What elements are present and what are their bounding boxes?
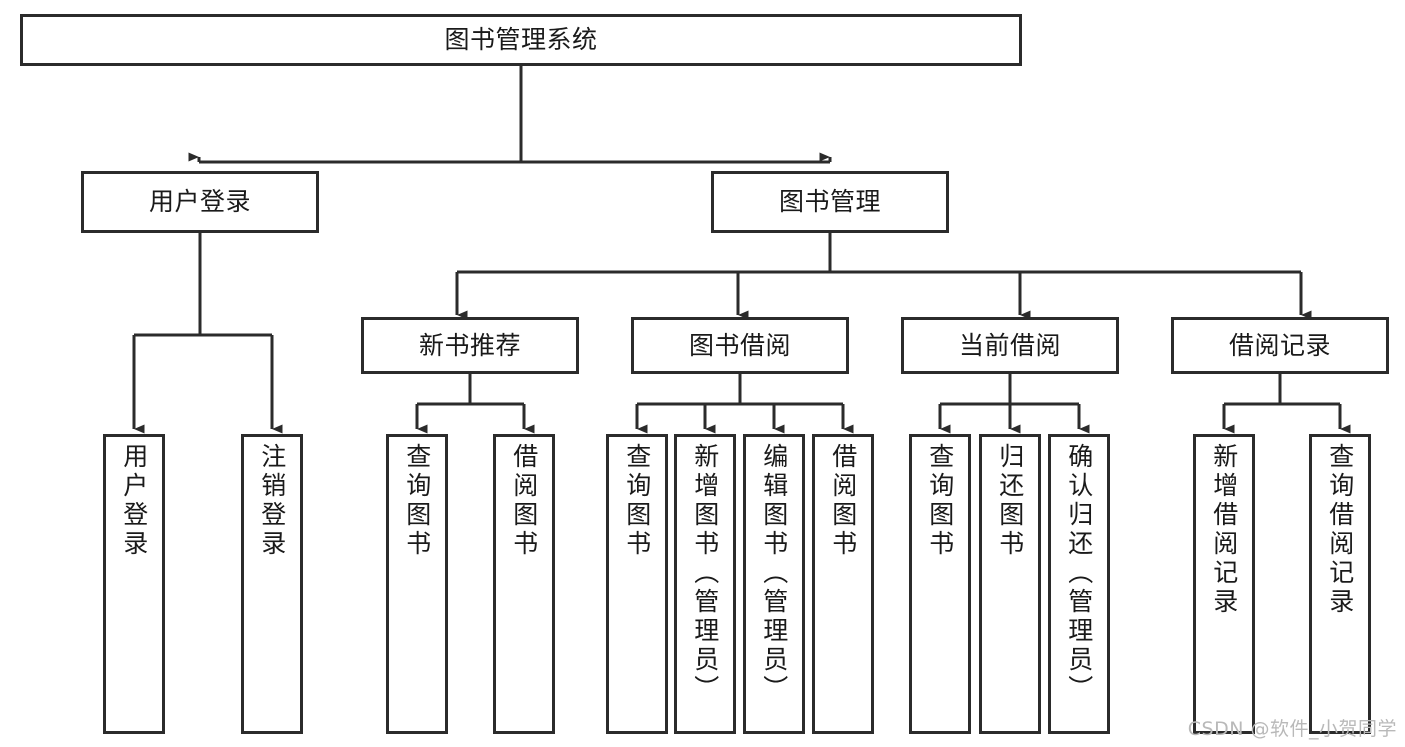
node-borrow-record[interactable]: 借阅记录 <box>1171 317 1389 374</box>
node-book-borrow[interactable]: 图书借阅 <box>631 317 849 374</box>
node-root[interactable]: 图书管理系统 <box>20 14 1022 66</box>
node-book-borrow-label: 图书借阅 <box>688 330 791 360</box>
node-leaf-query-book-1-label: 查询图书 <box>402 443 432 559</box>
node-leaf-logout-login[interactable]: 注销登录 <box>241 434 303 734</box>
watermark-text: CSDN @软件_小贺同学 <box>1187 718 1397 740</box>
node-leaf-confirm-return-label: 确认归还（管理员） <box>1064 443 1094 704</box>
node-leaf-borrow-book-2[interactable]: 借阅图书 <box>812 434 874 734</box>
node-leaf-query-record[interactable]: 查询借阅记录 <box>1309 434 1371 734</box>
node-leaf-add-book-label: 新增图书（管理员） <box>690 443 720 704</box>
node-leaf-return-book-label: 归还图书 <box>995 443 1025 559</box>
node-current-borrow[interactable]: 当前借阅 <box>901 317 1119 374</box>
node-book-management[interactable]: 图书管理 <box>711 171 949 233</box>
node-leaf-add-record[interactable]: 新增借阅记录 <box>1193 434 1255 734</box>
node-leaf-borrow-book-2-label: 借阅图书 <box>828 443 858 559</box>
node-leaf-query-book-2-label: 查询图书 <box>622 443 652 559</box>
node-leaf-add-record-label: 新增借阅记录 <box>1209 443 1239 617</box>
node-root-label: 图书管理系统 <box>444 25 598 55</box>
node-leaf-query-book-1[interactable]: 查询图书 <box>386 434 448 734</box>
node-leaf-confirm-return[interactable]: 确认归还（管理员） <box>1048 434 1110 734</box>
node-borrow-record-label: 借阅记录 <box>1228 330 1331 360</box>
node-leaf-edit-book-label: 编辑图书（管理员） <box>759 443 789 704</box>
node-leaf-user-login-label: 用户登录 <box>119 443 149 559</box>
node-current-borrow-label: 当前借阅 <box>958 330 1061 360</box>
node-leaf-return-book[interactable]: 归还图书 <box>979 434 1041 734</box>
node-user-login[interactable]: 用户登录 <box>81 171 319 233</box>
node-leaf-query-record-label: 查询借阅记录 <box>1325 443 1355 617</box>
node-leaf-edit-book[interactable]: 编辑图书（管理员） <box>743 434 805 734</box>
node-book-management-label: 图书管理 <box>778 187 881 217</box>
node-leaf-logout-login-label: 注销登录 <box>257 443 287 559</box>
node-leaf-add-book[interactable]: 新增图书（管理员） <box>674 434 736 734</box>
node-leaf-user-login[interactable]: 用户登录 <box>103 434 165 734</box>
node-leaf-borrow-book-1-label: 借阅图书 <box>509 443 539 559</box>
node-leaf-query-book-3[interactable]: 查询图书 <box>909 434 971 734</box>
node-new-book-recommend-label: 新书推荐 <box>418 330 521 360</box>
node-leaf-query-book-3-label: 查询图书 <box>925 443 955 559</box>
node-user-login-label: 用户登录 <box>148 187 251 217</box>
node-leaf-borrow-book-1[interactable]: 借阅图书 <box>493 434 555 734</box>
node-new-book-recommend[interactable]: 新书推荐 <box>361 317 579 374</box>
node-leaf-query-book-2[interactable]: 查询图书 <box>606 434 668 734</box>
